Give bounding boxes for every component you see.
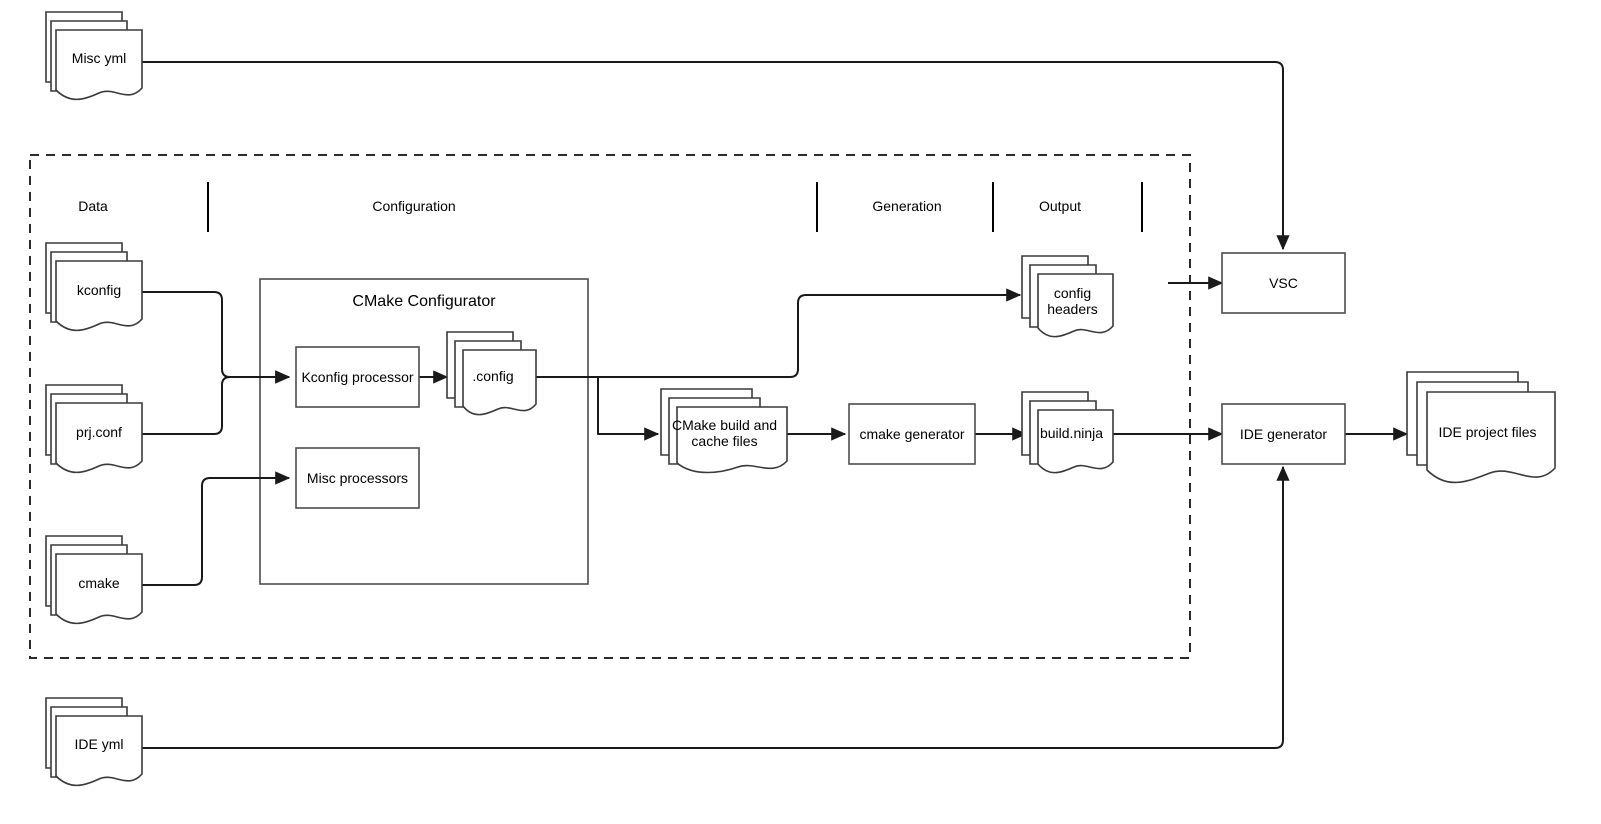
doc-shape-build-ninja xyxy=(1021,391,1114,474)
edge-ide-yml-to-ide-generator xyxy=(142,465,1290,749)
dashed-scope-boundary xyxy=(29,154,1191,659)
box-kconfig-processor xyxy=(295,346,420,408)
box-misc-processors xyxy=(295,447,420,509)
lane-header-output: Output xyxy=(1038,198,1082,214)
edge-dot-config-to-cmake-build-cache xyxy=(597,377,660,441)
cmake-configurator-group xyxy=(259,278,589,585)
doc-shape-cmake-build-cache xyxy=(660,388,788,474)
doc-shape-config-headers xyxy=(1021,255,1114,338)
node-kconfig-processor[interactable] xyxy=(296,347,419,407)
node-ide-project-files[interactable] xyxy=(1407,372,1555,490)
node-cmake-generator[interactable] xyxy=(849,404,975,464)
box-ide-generator xyxy=(1221,403,1346,465)
edge-dot-config-to-config-headers xyxy=(789,288,1022,378)
edge-cmake-to-misc-processors xyxy=(142,471,291,586)
edge-prj-conf-to-kconfig-processor xyxy=(142,370,291,435)
node-ide-generator[interactable] xyxy=(1222,404,1345,464)
node-build-ninja[interactable] xyxy=(1022,392,1113,477)
node-ide-yml[interactable] xyxy=(46,698,142,790)
cmake-configurator-title: CMake Configurator xyxy=(352,293,496,310)
node-misc-processors[interactable] xyxy=(296,448,419,508)
lane-header-configuration: Configuration xyxy=(372,198,456,214)
box-vsc xyxy=(1221,252,1346,314)
lane-header-data: Data xyxy=(78,198,108,214)
node-dot-config[interactable] xyxy=(447,332,536,419)
node-cmake-build-cache[interactable] xyxy=(661,389,787,477)
node-cmake[interactable] xyxy=(46,536,142,628)
node-kconfig[interactable] xyxy=(46,243,142,335)
edge-misc-yml-to-vsc xyxy=(142,61,1290,251)
node-misc-yml[interactable] xyxy=(46,12,142,104)
doc-shape-ide-yml xyxy=(45,697,143,787)
doc-shape-prj-conf xyxy=(45,384,143,474)
doc-shape-misc-yml xyxy=(45,11,143,101)
doc-shape-dot-config xyxy=(446,331,537,416)
node-vsc[interactable] xyxy=(1222,253,1345,313)
lane-header-generation: Generation xyxy=(872,198,942,214)
node-config-headers[interactable] xyxy=(1022,256,1113,341)
box-cmake-generator xyxy=(848,403,976,465)
doc-shape-cmake xyxy=(45,535,143,625)
node-prj-conf[interactable] xyxy=(46,385,142,477)
doc-shape-ide-project-files xyxy=(1406,371,1556,484)
doc-shape-kconfig xyxy=(45,242,143,332)
